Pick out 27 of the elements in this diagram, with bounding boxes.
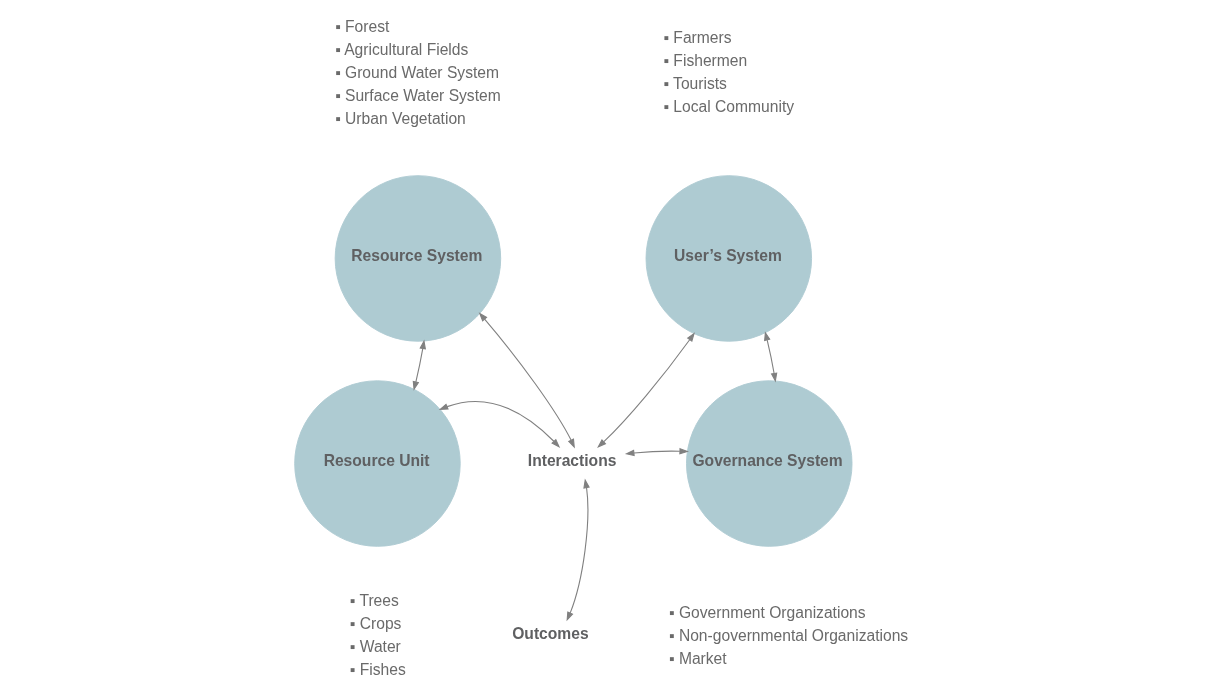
node-label: ▪ Fishes: [349, 660, 406, 678]
arrow: [597, 332, 695, 448]
arrow: [566, 478, 590, 622]
node-label: ▪ Water: [349, 637, 401, 655]
node-label: ▪ Tourists: [663, 75, 727, 93]
node-circle: Resource System: [334, 175, 502, 342]
node-label: ▪ Farmers: [663, 29, 732, 47]
arrow: [412, 339, 426, 391]
node-label: ▪ Trees: [349, 591, 399, 609]
node-label: ▪ Forest: [335, 18, 390, 36]
node-label: ▪ Local Community: [663, 98, 795, 116]
arrow: [478, 312, 575, 449]
arrow: [438, 400, 561, 448]
arrow: [624, 447, 689, 457]
node-circle: Governance System: [686, 380, 853, 547]
node-text: Outcomes: [512, 625, 589, 643]
node-label: ▪ Government Organizations: [669, 603, 866, 621]
arrow: [764, 331, 778, 383]
node-text: Interactions: [527, 452, 617, 470]
node-label: ▪ Surface Water System: [335, 87, 501, 105]
node-label: ▪ Fishermen: [663, 52, 748, 70]
node-label: ▪ Urban Vegetation: [335, 110, 466, 128]
node-label: ▪ Agricultural Fields: [335, 41, 469, 59]
node-label: ▪ Non-governmental Organizations: [669, 626, 909, 644]
node-label: ▪ Crops: [349, 614, 402, 632]
node-label: ▪ Ground Water System: [335, 64, 500, 82]
node-label: ▪ Market: [669, 649, 727, 667]
